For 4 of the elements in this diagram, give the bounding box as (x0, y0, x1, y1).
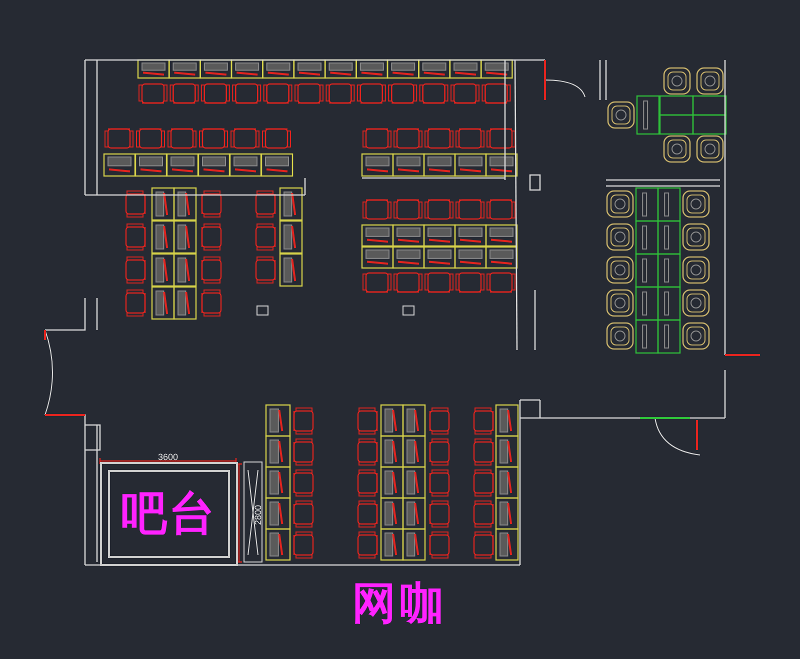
area-label: 吧台 (121, 485, 217, 542)
dimension-text: 3600 (158, 452, 178, 462)
title: 网咖 (352, 578, 448, 629)
dimension-text: 2800 (253, 504, 264, 526)
